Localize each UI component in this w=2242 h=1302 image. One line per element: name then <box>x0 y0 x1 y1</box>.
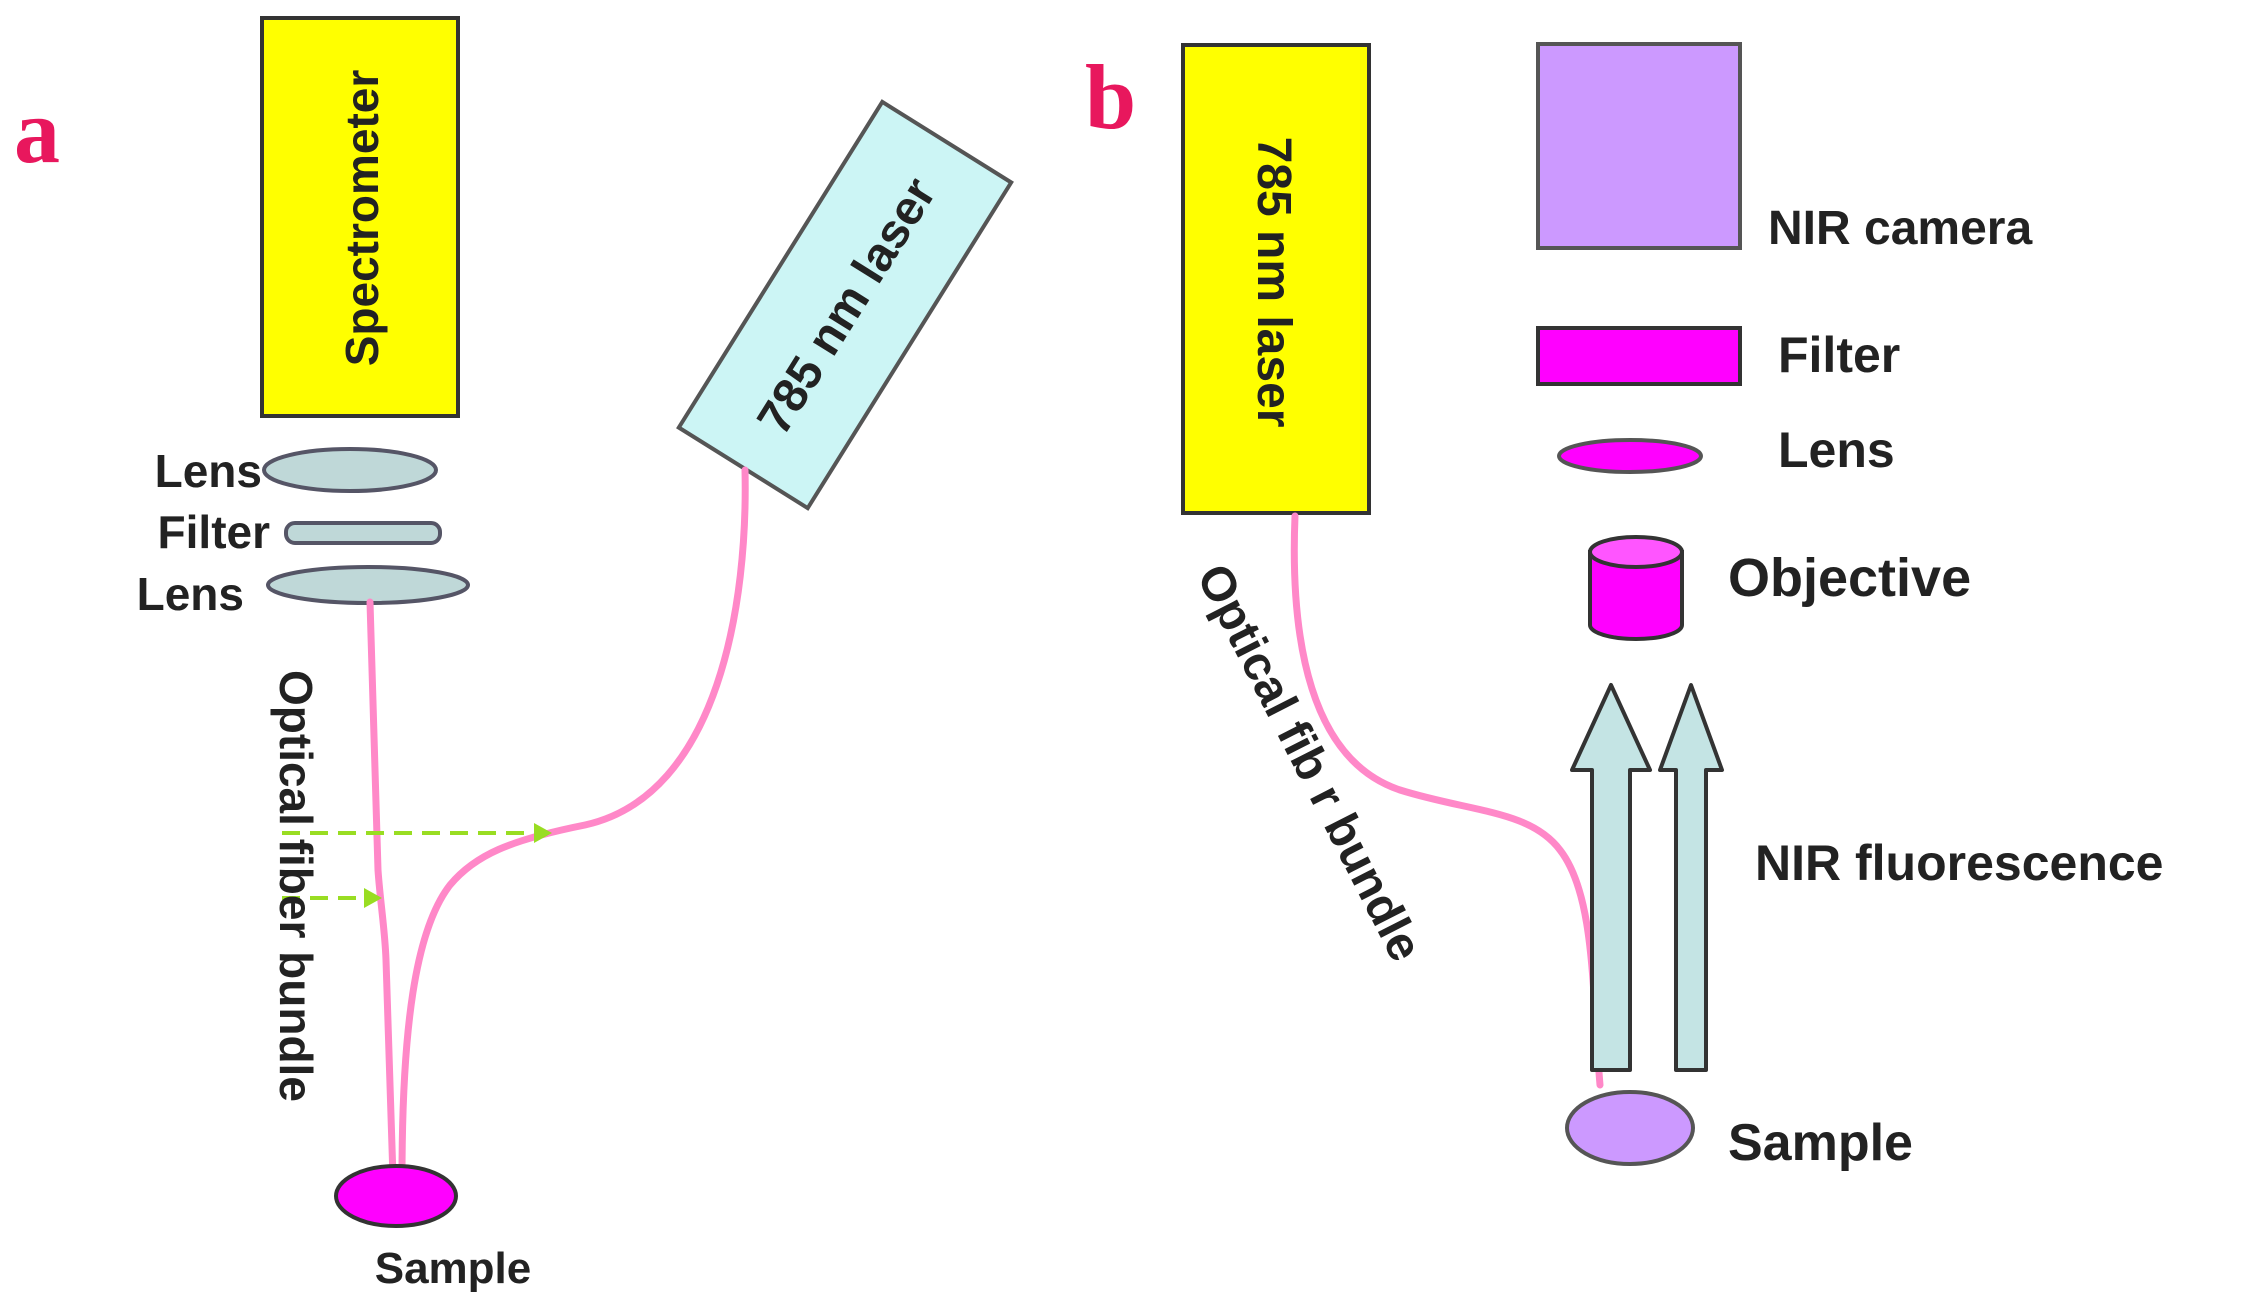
sample-a <box>334 1164 458 1228</box>
fiber-label-b: Optical fib r bundle <box>1186 556 1432 970</box>
objective-cylinder <box>1588 535 1684 641</box>
panel-b-letter: b <box>1085 46 1136 148</box>
laser-box-a: 785 nm laser <box>676 99 1014 511</box>
nir-camera-box <box>1536 42 1742 250</box>
pointer-arrowhead-upper <box>534 823 552 843</box>
panel-b: b 785 nm laser Optical fib r bundle NIR … <box>1085 42 2163 1172</box>
lens-label-b: Lens <box>1778 422 1895 478</box>
filter-label-b: Filter <box>1778 327 1900 383</box>
fiber-to-laser <box>398 466 749 1182</box>
fluorescence-label: NIR fluorescence <box>1755 835 2163 891</box>
lens-b <box>1557 438 1703 474</box>
nir-camera-label: NIR camera <box>1768 202 2032 255</box>
fiber-label-a: Optical fiber bundle <box>270 670 322 1102</box>
fluorescence-arrow-right <box>1658 683 1724 1072</box>
objective-label: Objective <box>1728 548 1971 608</box>
spectrometer-box <box>260 16 460 418</box>
laser-label-b: 785 nm laser <box>1247 137 1300 428</box>
lens-top <box>262 447 438 493</box>
filter-plate <box>284 521 442 545</box>
fluorescence-arrow-left <box>1570 683 1652 1072</box>
sample-label-b: Sample <box>1728 1114 1913 1172</box>
panel-a-letter: a <box>14 80 60 182</box>
filter-b <box>1536 326 1742 386</box>
pointer-arrowhead-lower <box>364 888 382 908</box>
lens-top-label: Lens <box>155 445 262 497</box>
sample-label-a: Sample <box>375 1244 532 1293</box>
fiber-b <box>1290 512 1604 1089</box>
lens-bottom <box>266 565 470 605</box>
panel-a: a Spectrometer Lens Filter Lens 785 nm l… <box>14 16 1014 1293</box>
fiber-to-spectrometer <box>366 598 397 1182</box>
laser-box-b <box>1181 43 1371 515</box>
sample-b <box>1565 1090 1695 1166</box>
filter-label: Filter <box>158 506 271 558</box>
lens-bottom-label: Lens <box>137 568 244 620</box>
spectrometer-label: Spectrometer <box>336 70 388 367</box>
